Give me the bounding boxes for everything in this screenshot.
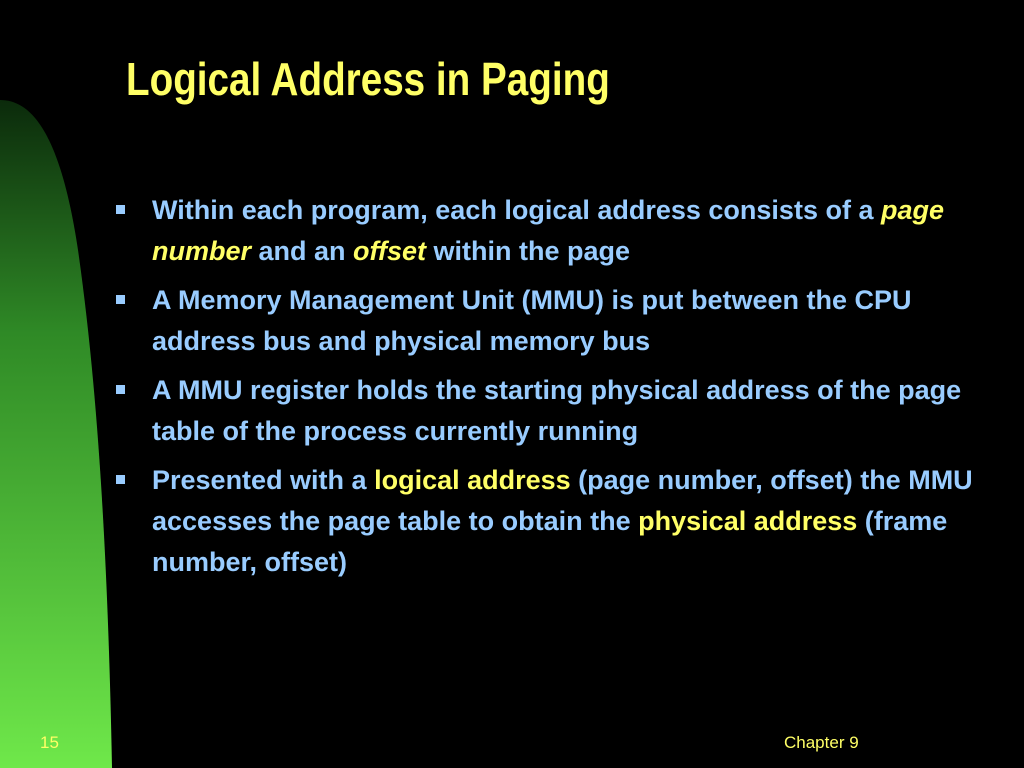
bullet-text: and an — [251, 236, 354, 266]
bullet-text: A Memory Management Unit (MMU) is put be… — [152, 285, 912, 356]
square-bullet-icon — [116, 205, 125, 214]
highlighted-term: offset — [353, 236, 427, 266]
bullet-text: (page number, offset) the MMU accesses t… — [152, 465, 973, 536]
bullet-item: A Memory Management Unit (MMU) is put be… — [112, 280, 992, 362]
bullet-text: within the page — [426, 236, 631, 266]
highlighted-term: page number — [152, 195, 944, 266]
bullet-item: Within each program, each logical addres… — [112, 190, 992, 272]
square-bullet-icon — [116, 295, 125, 304]
highlighted-term: physical address — [638, 506, 858, 536]
slide-number: 15 — [40, 733, 59, 752]
bullet-list: Within each program, each logical addres… — [112, 190, 992, 591]
highlighted-term: logical address — [374, 465, 571, 495]
bullet-text: Presented with a — [152, 465, 375, 495]
bullet-text: Within each program, each logical addres… — [152, 195, 881, 225]
square-bullet-icon — [116, 475, 125, 484]
bullet-text: (frame number, offset) — [152, 506, 948, 577]
bullet-item: Presented with a logical address (page n… — [112, 460, 992, 583]
bullet-item: A MMU register holds the starting physic… — [112, 370, 992, 452]
slide-title: Logical Address in Paging — [126, 53, 610, 105]
chapter-label: Chapter 9 — [784, 733, 859, 752]
bullet-text: A MMU register holds the starting physic… — [152, 375, 962, 446]
square-bullet-icon — [116, 385, 125, 394]
